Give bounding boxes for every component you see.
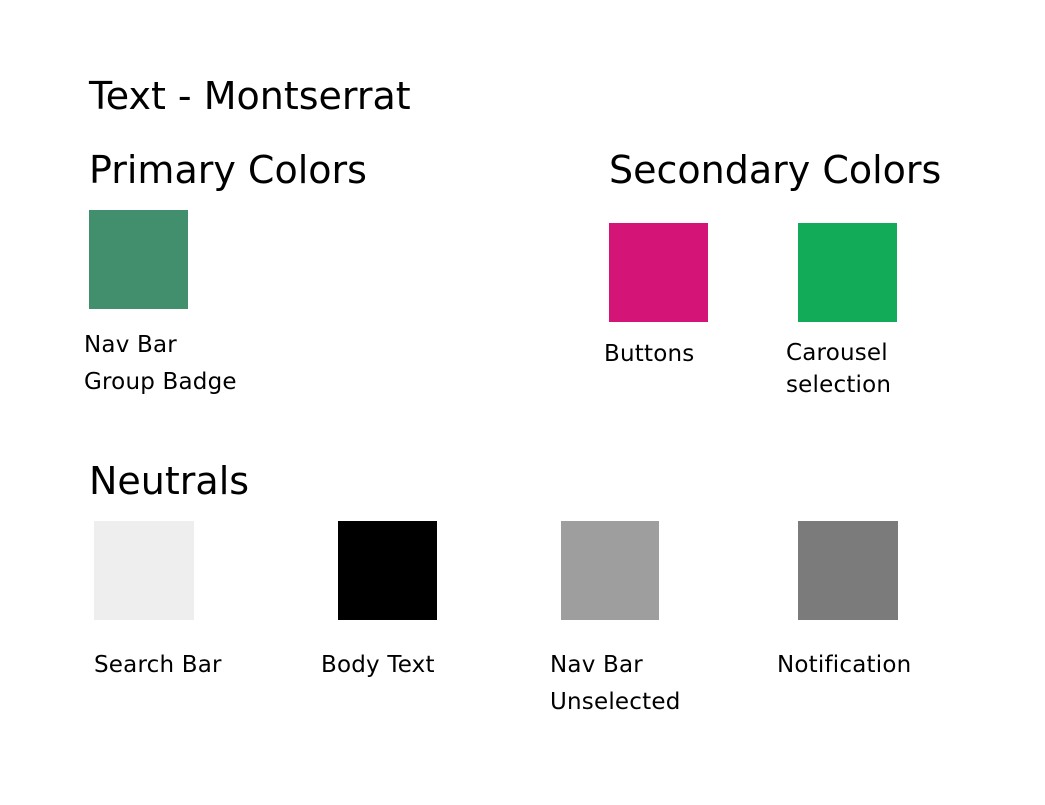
swatch-label-carousel-selection: Carousel selection (786, 337, 891, 401)
swatch-label-search-bar: Search Bar (94, 647, 222, 684)
swatch-label-line: Group Badge (84, 369, 237, 395)
swatch-label-line: Nav Bar (84, 332, 177, 358)
swatch-label-line: Body Text (321, 652, 435, 678)
color-swatch-carousel-green (798, 223, 897, 322)
swatch-label-nav-bar-group-badge: Nav Bar Group Badge (84, 327, 237, 401)
swatch-label-line: Carousel (786, 340, 888, 366)
color-swatch-search-bar-light-gray (94, 521, 194, 620)
font-title: Text - Montserrat (89, 74, 411, 118)
swatch-label-line: Unselected (550, 689, 681, 715)
swatch-label-body-text: Body Text (321, 647, 435, 684)
color-swatch-primary-green (89, 210, 188, 309)
color-swatch-notification-dark-gray (798, 521, 898, 620)
secondary-colors-heading: Secondary Colors (609, 148, 942, 192)
swatch-label-nav-bar-unselected: Nav Bar Unselected (550, 647, 681, 721)
neutrals-heading: Neutrals (89, 459, 250, 503)
swatch-label-line: selection (786, 372, 892, 398)
color-swatch-nav-bar-unselected-gray (561, 521, 659, 620)
swatch-label-line: Buttons (604, 341, 695, 367)
swatch-label-buttons: Buttons (604, 336, 694, 373)
primary-colors-heading: Primary Colors (89, 148, 367, 192)
swatch-label-notification: Notification (777, 647, 911, 684)
swatch-label-line: Nav Bar (550, 652, 643, 678)
swatch-label-line: Search Bar (94, 652, 222, 678)
color-swatch-buttons-magenta (609, 223, 708, 322)
color-swatch-body-text-black (338, 521, 437, 620)
swatch-label-line: Notification (777, 652, 912, 678)
